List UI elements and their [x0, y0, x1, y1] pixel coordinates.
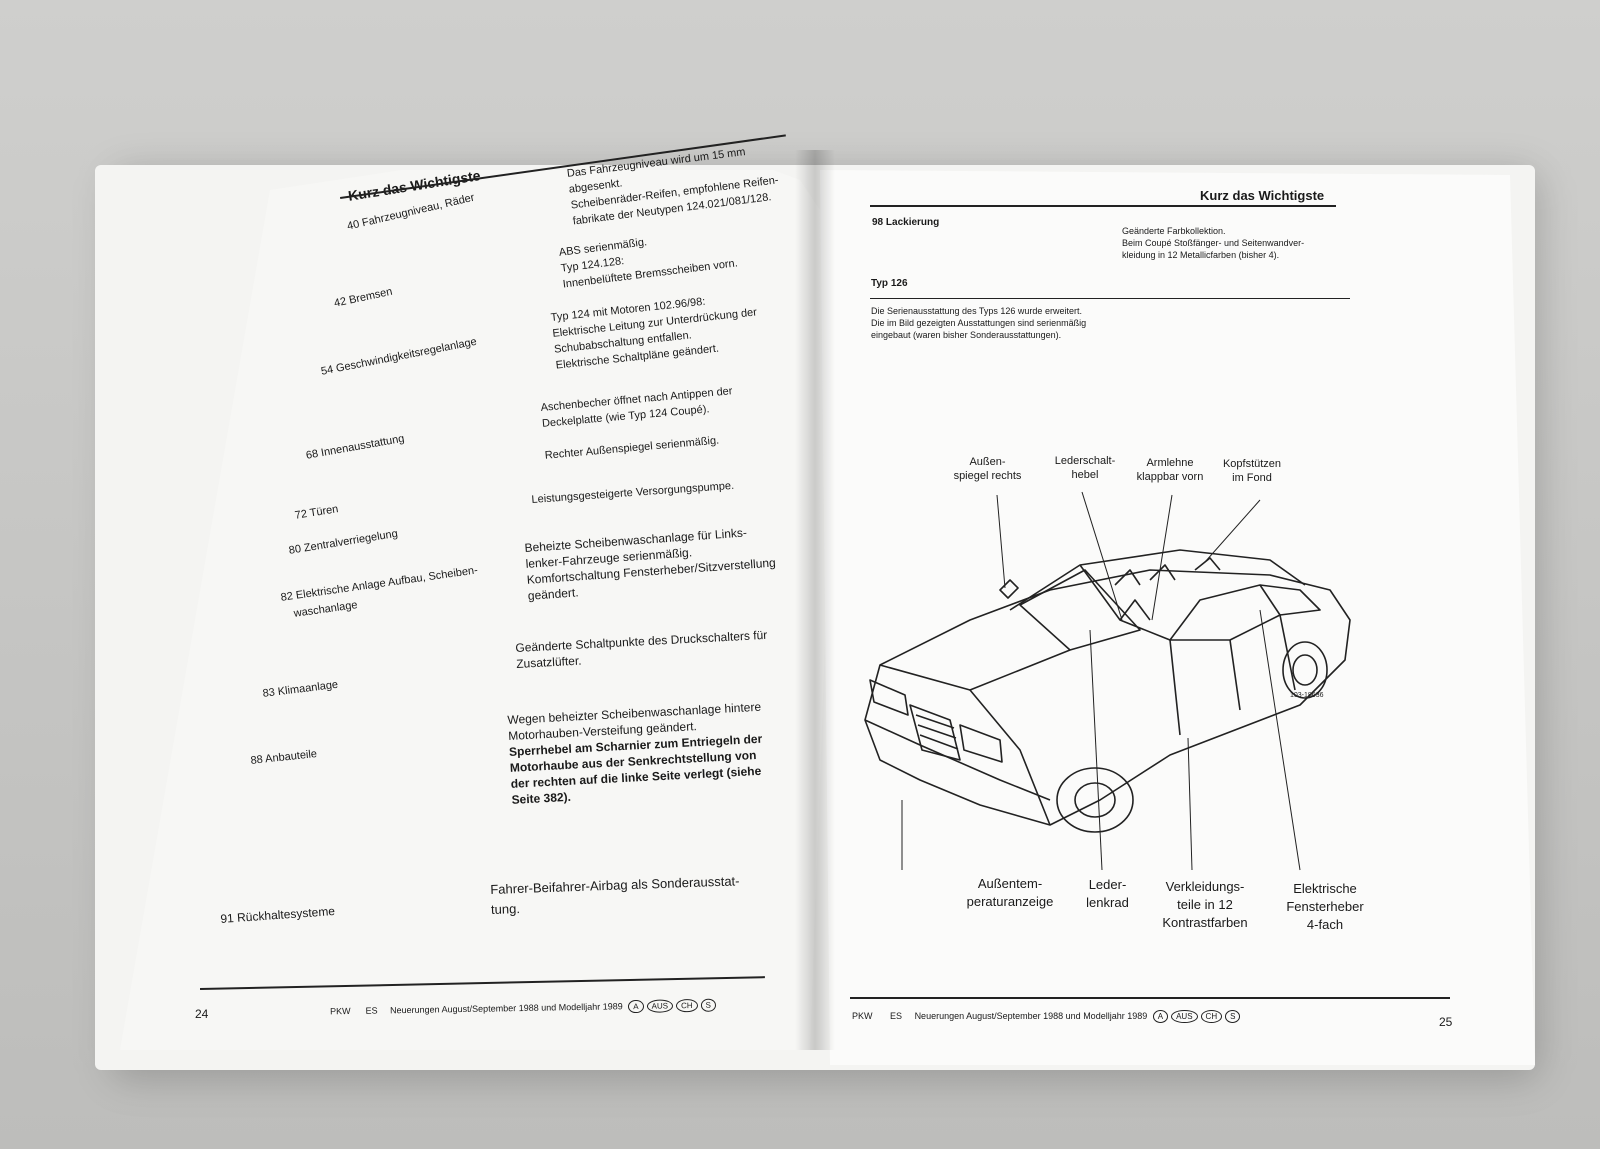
lackierung-label: 98 Lackierung [872, 217, 940, 228]
left-footer: PKW ES Neuerungen August/September 1988 … [330, 998, 717, 1019]
section-label: 54 Geschwindigkeitsregelanlage [320, 335, 478, 378]
section-description: Geänderte Schaltpunkte des Druckschalter… [515, 627, 768, 671]
section-description: Wegen beheizter Scheibenwaschanlage hint… [507, 699, 763, 807]
section-label: 80 Zentralverriegelung [288, 527, 399, 557]
section-label: 72 Türen [294, 503, 340, 522]
callout-lederschalthebel: Lederschalt-hebel [1054, 455, 1116, 481]
right-footer: PKW ES Neuerungen August/September 1988 … [852, 1010, 1241, 1023]
section-label: 42 Bremsen [333, 285, 394, 310]
section-label: 82 Elektrische Anlage Aufbau, Scheiben- [280, 564, 479, 604]
right-footer-rule [850, 997, 1450, 999]
section-description: Typ 124 mit Motoren 102.96/98:Elektrisch… [550, 295, 758, 372]
callout-lederlenkrad: Leder-lenkrad [1086, 877, 1129, 910]
section-description: Leistungsgesteigerte Versorgungspumpe. [531, 479, 735, 506]
typ-rule [870, 298, 1350, 299]
right-header-rule [870, 205, 1336, 207]
typ-heading: Typ 126 [871, 278, 908, 289]
left-footer-rule [200, 976, 765, 990]
car-illustration: 103-18636 [864, 491, 1351, 871]
section-description: Beheizte Scheibenwaschanlage für Links-l… [524, 525, 777, 603]
right-page [820, 170, 1535, 1065]
section-label: waschanlage [293, 599, 359, 620]
callout-aussenspiegel: Außen-spiegel rechts [953, 456, 1022, 482]
book-spine [795, 150, 835, 1050]
section-description: ABS serienmäßig.Typ 124.128:Innenbelüfte… [558, 236, 739, 291]
lackierung-text: Geänderte Farbkollektion.Beim Coupé Stoß… [1122, 226, 1305, 260]
section-label: 83 Klimaanlage [262, 678, 339, 700]
section-label: 68 Innenausstattung [305, 432, 406, 462]
section-description: Fahrer-Beifahrer-Airbag als Sonderaussta… [490, 873, 740, 917]
figure-code: 103-18636 [1290, 692, 1324, 699]
right-page-number: 25 [1439, 1015, 1453, 1029]
section-label: 88 Anbauteile [250, 748, 318, 767]
section-label: 91 Rückhaltesysteme [220, 903, 336, 926]
typ-text: Die Serienausstattung des Typs 126 wurde… [871, 306, 1087, 340]
left-page-number: 24 [195, 1007, 209, 1021]
right-page-header: Kurz das Wichtigste [1200, 188, 1325, 203]
callout-aussentemperatur: Außentem-peraturanzeige [966, 876, 1054, 909]
